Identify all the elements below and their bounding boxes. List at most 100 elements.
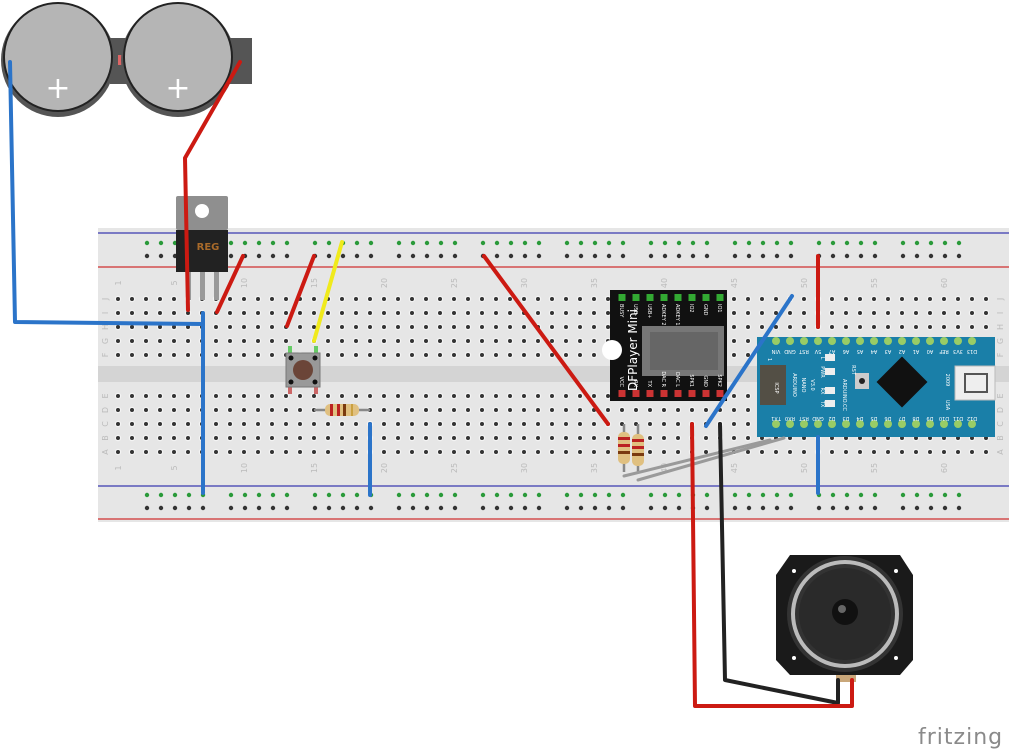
breadboard-hole[interactable]: [270, 339, 274, 343]
breadboard-hole[interactable]: [144, 353, 148, 357]
rail-hole[interactable]: [620, 240, 626, 246]
breadboard-hole[interactable]: [466, 311, 470, 315]
breadboard-hole[interactable]: [914, 311, 918, 315]
breadboard-hole[interactable]: [550, 450, 554, 454]
breadboard-hole[interactable]: [158, 422, 162, 426]
rail-hole[interactable]: [200, 505, 206, 511]
rail-hole[interactable]: [662, 505, 668, 511]
breadboard-hole[interactable]: [956, 297, 960, 301]
rail-hole[interactable]: [508, 240, 514, 246]
breadboard-hole[interactable]: [340, 353, 344, 357]
breadboard-hole[interactable]: [746, 394, 750, 398]
breadboard-hole[interactable]: [116, 422, 120, 426]
breadboard-hole[interactable]: [326, 394, 330, 398]
breadboard-hole[interactable]: [410, 450, 414, 454]
breadboard-hole[interactable]: [228, 325, 232, 329]
breadboard-hole[interactable]: [830, 450, 834, 454]
rail-hole[interactable]: [522, 253, 528, 259]
breadboard-hole[interactable]: [480, 297, 484, 301]
breadboard-hole[interactable]: [536, 297, 540, 301]
breadboard-hole[interactable]: [494, 325, 498, 329]
breadboard-hole[interactable]: [522, 436, 526, 440]
breadboard-hole[interactable]: [872, 450, 876, 454]
breadboard-hole[interactable]: [480, 450, 484, 454]
rail-hole[interactable]: [410, 240, 416, 246]
breadboard-hole[interactable]: [424, 311, 428, 315]
breadboard-hole[interactable]: [284, 450, 288, 454]
rail-hole[interactable]: [662, 240, 668, 246]
breadboard-hole[interactable]: [564, 394, 568, 398]
breadboard-hole[interactable]: [522, 339, 526, 343]
breadboard-hole[interactable]: [130, 408, 134, 412]
breadboard-hole[interactable]: [130, 339, 134, 343]
breadboard-hole[interactable]: [452, 325, 456, 329]
rail-hole[interactable]: [494, 253, 500, 259]
breadboard-hole[interactable]: [340, 311, 344, 315]
breadboard-hole[interactable]: [228, 408, 232, 412]
wire-yellow-button[interactable]: [312, 240, 344, 343]
breadboard-hole[interactable]: [172, 408, 176, 412]
rail-hole[interactable]: [816, 505, 822, 511]
breadboard-hole[interactable]: [508, 450, 512, 454]
breadboard-hole[interactable]: [480, 394, 484, 398]
breadboard-hole[interactable]: [144, 394, 148, 398]
breadboard-hole[interactable]: [172, 353, 176, 357]
breadboard-hole[interactable]: [214, 339, 218, 343]
breadboard-hole[interactable]: [130, 394, 134, 398]
rail-hole[interactable]: [270, 253, 276, 259]
breadboard-hole[interactable]: [746, 450, 750, 454]
rail-hole[interactable]: [256, 240, 262, 246]
breadboard-hole[interactable]: [592, 297, 596, 301]
breadboard-hole[interactable]: [242, 353, 246, 357]
breadboard-hole[interactable]: [116, 394, 120, 398]
breadboard-hole[interactable]: [242, 408, 246, 412]
breadboard-hole[interactable]: [858, 311, 862, 315]
breadboard-hole[interactable]: [340, 450, 344, 454]
rail-hole[interactable]: [564, 253, 570, 259]
wire-blue-dfplayer-gnd[interactable]: [704, 294, 794, 428]
breadboard-hole[interactable]: [424, 339, 428, 343]
rail-hole[interactable]: [410, 505, 416, 511]
breadboard-hole[interactable]: [214, 450, 218, 454]
breadboard-hole[interactable]: [900, 325, 904, 329]
breadboard-hole[interactable]: [872, 325, 876, 329]
breadboard-hole[interactable]: [368, 311, 372, 315]
breadboard-hole[interactable]: [186, 436, 190, 440]
breadboard-hole[interactable]: [508, 311, 512, 315]
rail-hole[interactable]: [760, 492, 766, 498]
breadboard-hole[interactable]: [424, 394, 428, 398]
breadboard-hole[interactable]: [578, 422, 582, 426]
breadboard-hole[interactable]: [284, 297, 288, 301]
breadboard-hole[interactable]: [508, 353, 512, 357]
wire-red-dfplayer-vcc[interactable]: [482, 254, 610, 426]
breadboard-hole[interactable]: [466, 325, 470, 329]
rail-hole[interactable]: [830, 253, 836, 259]
breadboard-hole[interactable]: [354, 450, 358, 454]
breadboard-hole[interactable]: [760, 311, 764, 315]
breadboard-hole[interactable]: [508, 408, 512, 412]
breadboard-hole[interactable]: [186, 325, 190, 329]
breadboard-hole[interactable]: [788, 450, 792, 454]
breadboard-hole[interactable]: [830, 297, 834, 301]
rail-hole[interactable]: [340, 253, 346, 259]
breadboard-hole[interactable]: [606, 450, 610, 454]
breadboard-hole[interactable]: [466, 353, 470, 357]
breadboard-hole[interactable]: [550, 339, 554, 343]
rail-hole[interactable]: [774, 492, 780, 498]
rail-hole[interactable]: [648, 240, 654, 246]
breadboard-hole[interactable]: [830, 325, 834, 329]
breadboard-hole[interactable]: [172, 339, 176, 343]
breadboard-hole[interactable]: [326, 339, 330, 343]
breadboard-hole[interactable]: [354, 353, 358, 357]
rail-hole[interactable]: [858, 505, 864, 511]
breadboard-hole[interactable]: [732, 325, 736, 329]
rail-hole[interactable]: [942, 240, 948, 246]
breadboard-hole[interactable]: [144, 408, 148, 412]
breadboard-hole[interactable]: [438, 450, 442, 454]
breadboard-hole[interactable]: [438, 436, 442, 440]
rail-hole[interactable]: [746, 505, 752, 511]
rail-hole[interactable]: [536, 505, 542, 511]
breadboard-hole[interactable]: [382, 436, 386, 440]
breadboard-hole[interactable]: [564, 325, 568, 329]
breadboard-hole[interactable]: [228, 311, 232, 315]
